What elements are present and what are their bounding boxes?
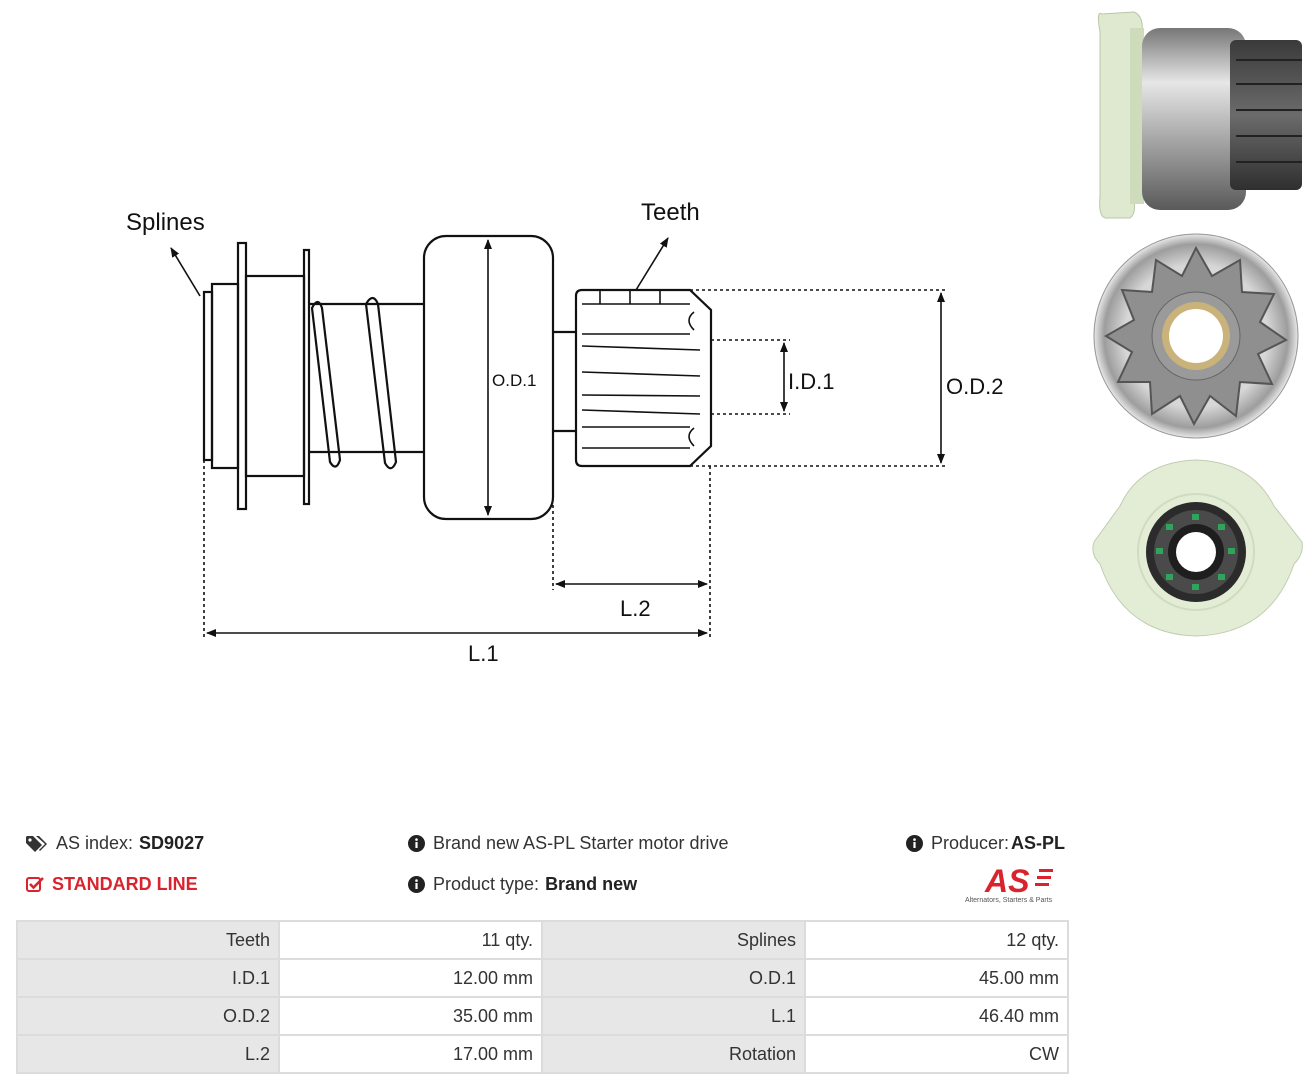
spec-value: 11 qty. [278, 920, 543, 960]
spline-collar [210, 282, 240, 470]
spring-coil-1 [310, 300, 342, 468]
clutch-body [244, 274, 306, 478]
logo-text: AS [984, 864, 1030, 896]
roller-housing [422, 234, 555, 521]
spec-key: Rotation [541, 1034, 806, 1074]
producer: Producer: AS-PL [906, 833, 1065, 854]
spec-key: O.D.2 [16, 996, 280, 1036]
technical-drawing: Splines Teeth O.D.1 I.D.1 O.D.2 L.2 L.1 [126, 199, 1003, 666]
spec-key: L.2 [16, 1034, 280, 1074]
description: Brand new AS-PL Starter motor drive [408, 833, 728, 854]
spec-value: 35.00 mm [278, 996, 543, 1036]
spec-value: 46.40 mm [804, 996, 1069, 1036]
spec-value: CW [804, 1034, 1069, 1074]
od2-label: O.D.2 [946, 374, 1003, 399]
pinion-front-photo [1093, 233, 1299, 439]
spring-coil-2 [364, 296, 398, 470]
checked-box-icon [26, 877, 44, 892]
spec-value: 12.00 mm [278, 958, 543, 998]
l2-label: L.2 [620, 596, 651, 621]
table-row: O.D.2 35.00 mm L.1 46.40 mm [16, 996, 1069, 1036]
id1-label: I.D.1 [788, 369, 834, 394]
logo-tagline: Alternators, Starters & Parts [965, 897, 1053, 904]
product-type-label: Product type: [433, 874, 540, 894]
pinion-gear [574, 288, 713, 468]
info-icon [408, 876, 425, 893]
spec-key: L.1 [541, 996, 806, 1036]
as-pl-logo: AS Alternators, Starters & Parts [965, 863, 1067, 906]
rear-view-photo [1092, 459, 1303, 637]
table-row: L.2 17.00 mm Rotation CW [16, 1034, 1069, 1074]
as-logo-mark: AS [984, 863, 1053, 899]
table-row: I.D.1 12.00 mm O.D.1 45.00 mm [16, 958, 1069, 998]
info-icon [408, 835, 425, 852]
as-index-value: SD9027 [139, 833, 205, 853]
splines-leader [170, 247, 201, 297]
spec-table: Teeth 11 qty. Splines 12 qty. I.D.1 12.0… [16, 920, 1069, 1074]
spec-key: Teeth [16, 920, 280, 960]
info-icon [906, 835, 923, 852]
spec-value: 17.00 mm [278, 1034, 543, 1074]
front-flange [236, 241, 248, 511]
table-row: Teeth 11 qty. Splines 12 qty. [16, 920, 1069, 960]
producer-value: AS-PL [1011, 833, 1066, 853]
product-type: Product type: Brand new [408, 874, 637, 895]
description-text: Brand new AS-PL Starter motor drive [433, 833, 729, 853]
spec-key: I.D.1 [16, 958, 280, 998]
spec-value: 45.00 mm [804, 958, 1069, 998]
side-view-photo [1097, 11, 1302, 219]
spec-key: Splines [541, 920, 806, 960]
l1-label: L.1 [468, 641, 499, 666]
rear-flange [302, 248, 311, 506]
teeth-label: Teeth [641, 199, 700, 226]
standard-line-label: STANDARD LINE [52, 874, 198, 894]
spec-key: O.D.1 [541, 958, 806, 998]
splines-label: Splines [126, 209, 205, 236]
producer-label: Producer: [931, 833, 1010, 853]
as-index: AS index: SD9027 [26, 833, 204, 854]
od1-label: O.D.1 [492, 371, 536, 390]
spline-end [202, 290, 214, 462]
spec-value: 12 qty. [804, 920, 1069, 960]
as-index-label: AS index: [56, 833, 134, 853]
product-type-value: Brand new [545, 874, 638, 894]
standard-line: STANDARD LINE [26, 874, 198, 895]
teeth-leader [635, 237, 669, 291]
tags-icon [26, 835, 47, 852]
